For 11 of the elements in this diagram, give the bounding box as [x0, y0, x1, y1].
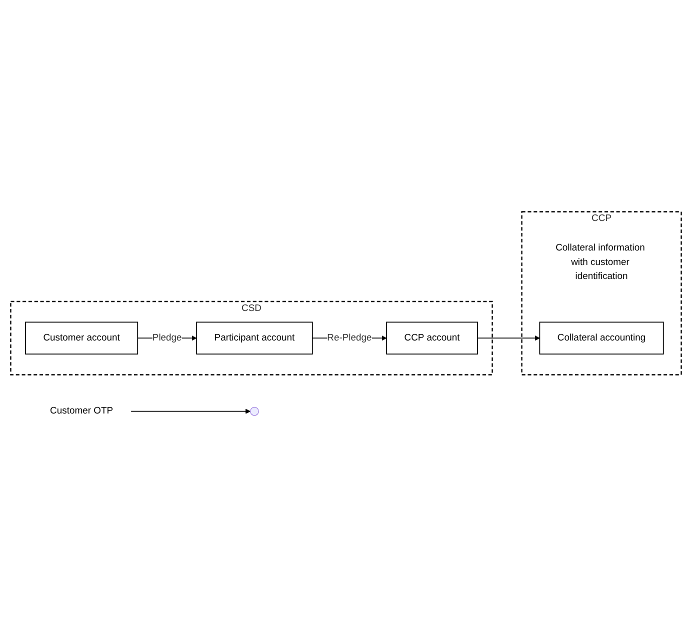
node-text: Customer OTP: [50, 406, 114, 416]
arrow: [477, 336, 540, 341]
edge-label: Re-Pledge: [327, 332, 372, 343]
node-box: [196, 322, 313, 354]
node-box: [539, 322, 664, 354]
cluster: [10, 300, 493, 376]
edge-label: Pledge: [152, 332, 182, 343]
cluster: [521, 211, 682, 376]
arrow: [130, 408, 251, 414]
node-box: [386, 322, 478, 354]
node-box: [25, 322, 138, 354]
